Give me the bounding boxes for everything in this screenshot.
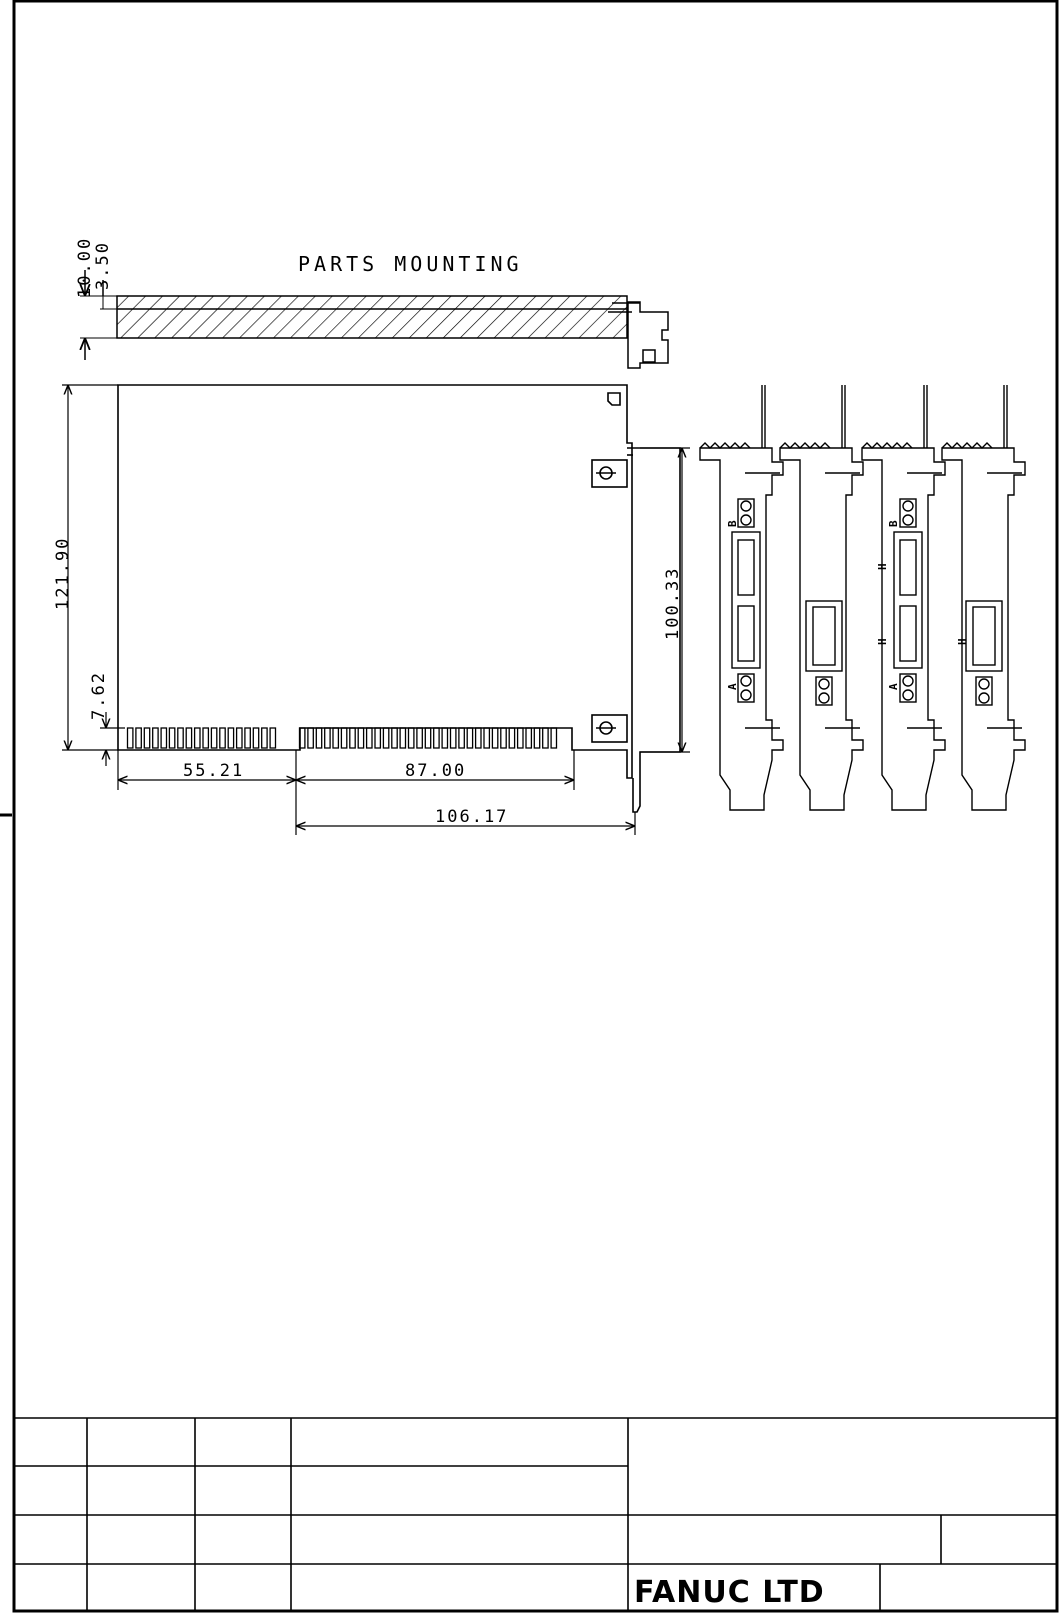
edge-finger — [195, 728, 200, 748]
dim-bracket-span: 106.17 — [435, 807, 508, 827]
edge-finger — [220, 728, 225, 748]
side-view — [80, 270, 668, 368]
edge-finger — [400, 728, 405, 748]
edge-finger — [237, 728, 242, 748]
edge-finger — [136, 728, 141, 748]
edge-finger — [467, 728, 472, 748]
edge-finger — [153, 728, 158, 748]
sheet-border — [14, 1, 1057, 1611]
edge-finger — [316, 728, 321, 748]
edge-finger — [203, 728, 208, 748]
edge-finger — [484, 728, 489, 748]
bracket-label-h-3: H — [956, 638, 969, 645]
edge-connector-left — [128, 728, 276, 748]
bracket-label-a-2: A — [887, 683, 900, 690]
edge-finger — [551, 728, 556, 748]
edge-finger — [459, 728, 464, 748]
dim-right-span: 87.00 — [405, 761, 466, 781]
edge-finger — [375, 728, 380, 748]
edge-finger — [161, 728, 166, 748]
dim-left-span: 55.21 — [183, 761, 244, 781]
edge-finger — [178, 728, 183, 748]
edge-finger — [509, 728, 514, 748]
edge-finger — [383, 728, 388, 748]
bracket-label-h-1: H — [876, 563, 889, 570]
edge-finger — [425, 728, 430, 748]
bracket-label-b: B — [726, 520, 739, 527]
bracket-label-a: A — [726, 683, 739, 690]
edge-finger — [392, 728, 397, 748]
edge-finger — [228, 728, 233, 748]
dim-bracket-height: 100.33 — [663, 567, 683, 640]
edge-finger — [534, 728, 539, 748]
edge-finger — [144, 728, 149, 748]
edge-finger — [308, 728, 313, 748]
edge-finger — [501, 728, 506, 748]
dim-thickness: 10.00 — [75, 237, 95, 298]
edge-finger — [169, 728, 174, 748]
edge-finger — [245, 728, 250, 748]
edge-finger — [442, 728, 447, 748]
edge-finger — [211, 728, 216, 748]
bracket-label-b-2: B — [887, 520, 900, 527]
edge-finger — [417, 728, 422, 748]
bracket-variant-3 — [862, 385, 945, 810]
diagram-title: PARTS MOUNTING — [298, 252, 523, 276]
edge-connector-right — [300, 728, 557, 748]
edge-finger — [492, 728, 497, 748]
edge-finger — [451, 728, 456, 748]
title-block — [14, 1418, 1057, 1611]
bracket-variant-1 — [700, 385, 783, 810]
dim-edge-height: 7.62 — [89, 671, 109, 720]
edge-finger — [358, 728, 363, 748]
edge-finger — [253, 728, 258, 748]
edge-finger — [270, 728, 275, 748]
edge-finger — [341, 728, 346, 748]
bracket-label-h-2: H — [876, 638, 889, 645]
edge-finger — [262, 728, 267, 748]
board-outline — [118, 385, 680, 812]
dim-parts-side: 3.50 — [93, 241, 113, 290]
edge-finger — [350, 728, 355, 748]
edge-finger — [543, 728, 548, 748]
company-logo: FANUC LTD — [634, 1575, 825, 1610]
edge-finger — [367, 728, 372, 748]
edge-finger — [325, 728, 330, 748]
dimension-lines — [62, 385, 690, 835]
edge-finger — [434, 728, 439, 748]
edge-finger — [186, 728, 191, 748]
edge-finger — [518, 728, 523, 748]
edge-finger — [333, 728, 338, 748]
dim-height: 121.90 — [53, 537, 73, 610]
edge-finger — [526, 728, 531, 748]
edge-finger — [476, 728, 481, 748]
edge-finger — [128, 728, 133, 748]
bracket-variant-2 — [780, 385, 863, 810]
bracket-variant-4 — [942, 385, 1025, 810]
edge-finger — [409, 728, 414, 748]
